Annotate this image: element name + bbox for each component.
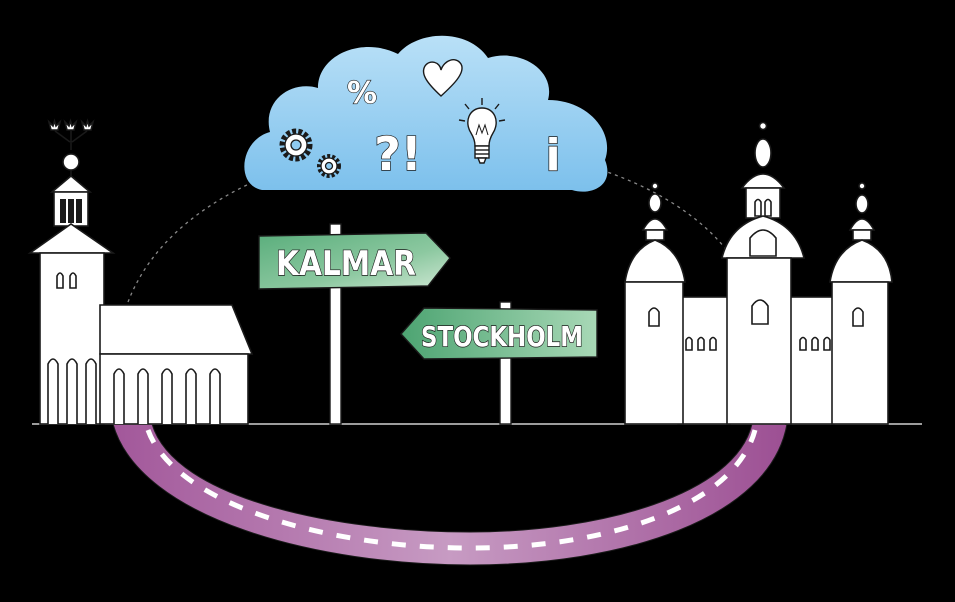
signpost: KALMAR STOCKHOLM — [259, 224, 597, 424]
sign-stockholm: STOCKHOLM — [401, 308, 597, 359]
church-left — [30, 121, 252, 424]
question-exclaim-icon: ?! — [374, 127, 422, 181]
sign-kalmar: KALMAR — [259, 233, 450, 289]
road — [113, 424, 787, 565]
sign-stockholm-label: STOCKHOLM — [421, 320, 583, 353]
castle-right — [625, 123, 892, 425]
info-icon: i — [545, 130, 560, 181]
connection-arc-left — [128, 178, 262, 302]
sign-kalmar-label: KALMAR — [276, 244, 416, 284]
crowns-icon — [49, 121, 93, 150]
percent-icon: % — [347, 76, 377, 111]
thought-cloud: % ?! i — [244, 36, 607, 192]
